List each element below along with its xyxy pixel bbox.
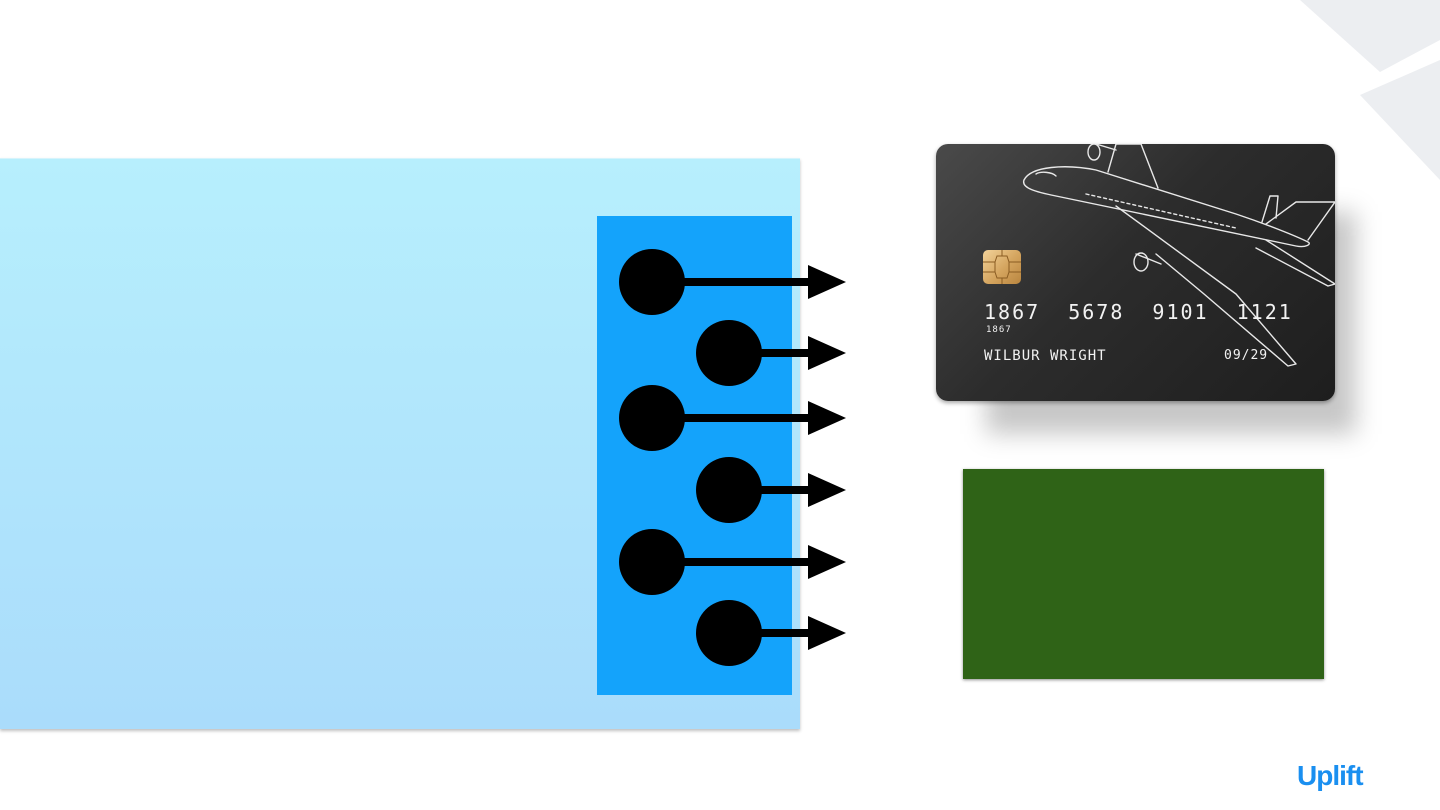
bullet-4 [696, 457, 846, 523]
credit-card: 1867 5678 9101 1121 1867 WILBUR WRIGHT 0… [936, 144, 1335, 401]
corner-decoration [1300, 0, 1440, 180]
bullet-3 [619, 385, 846, 451]
bullet-5 [619, 529, 846, 595]
arrow-right-icon [808, 473, 846, 507]
chip-icon [983, 250, 1021, 284]
card-number-short: 1867 [986, 325, 1012, 335]
credit-card-image: 1867 5678 9101 1121 1867 WILBUR WRIGHT 0… [936, 144, 1380, 468]
arrow-right-icon [808, 616, 846, 650]
card-holder-name: WILBUR WRIGHT [984, 348, 1107, 364]
arrow-right-icon [808, 336, 846, 370]
bullet-2 [696, 320, 846, 386]
bullet-1 [619, 249, 846, 315]
card-expiry: 09/29 [1224, 348, 1269, 363]
airplane-icon [1022, 144, 1335, 367]
card-number: 1867 5678 9101 1121 [984, 300, 1293, 324]
arrow-right-icon [808, 265, 846, 299]
arrow-right-icon [808, 401, 846, 435]
uplift-logo: Uplift [1297, 760, 1364, 791]
green-content-box [963, 469, 1324, 679]
bullet-arrows [619, 249, 846, 666]
arrow-right-icon [808, 545, 846, 579]
bullet-6 [696, 600, 846, 666]
